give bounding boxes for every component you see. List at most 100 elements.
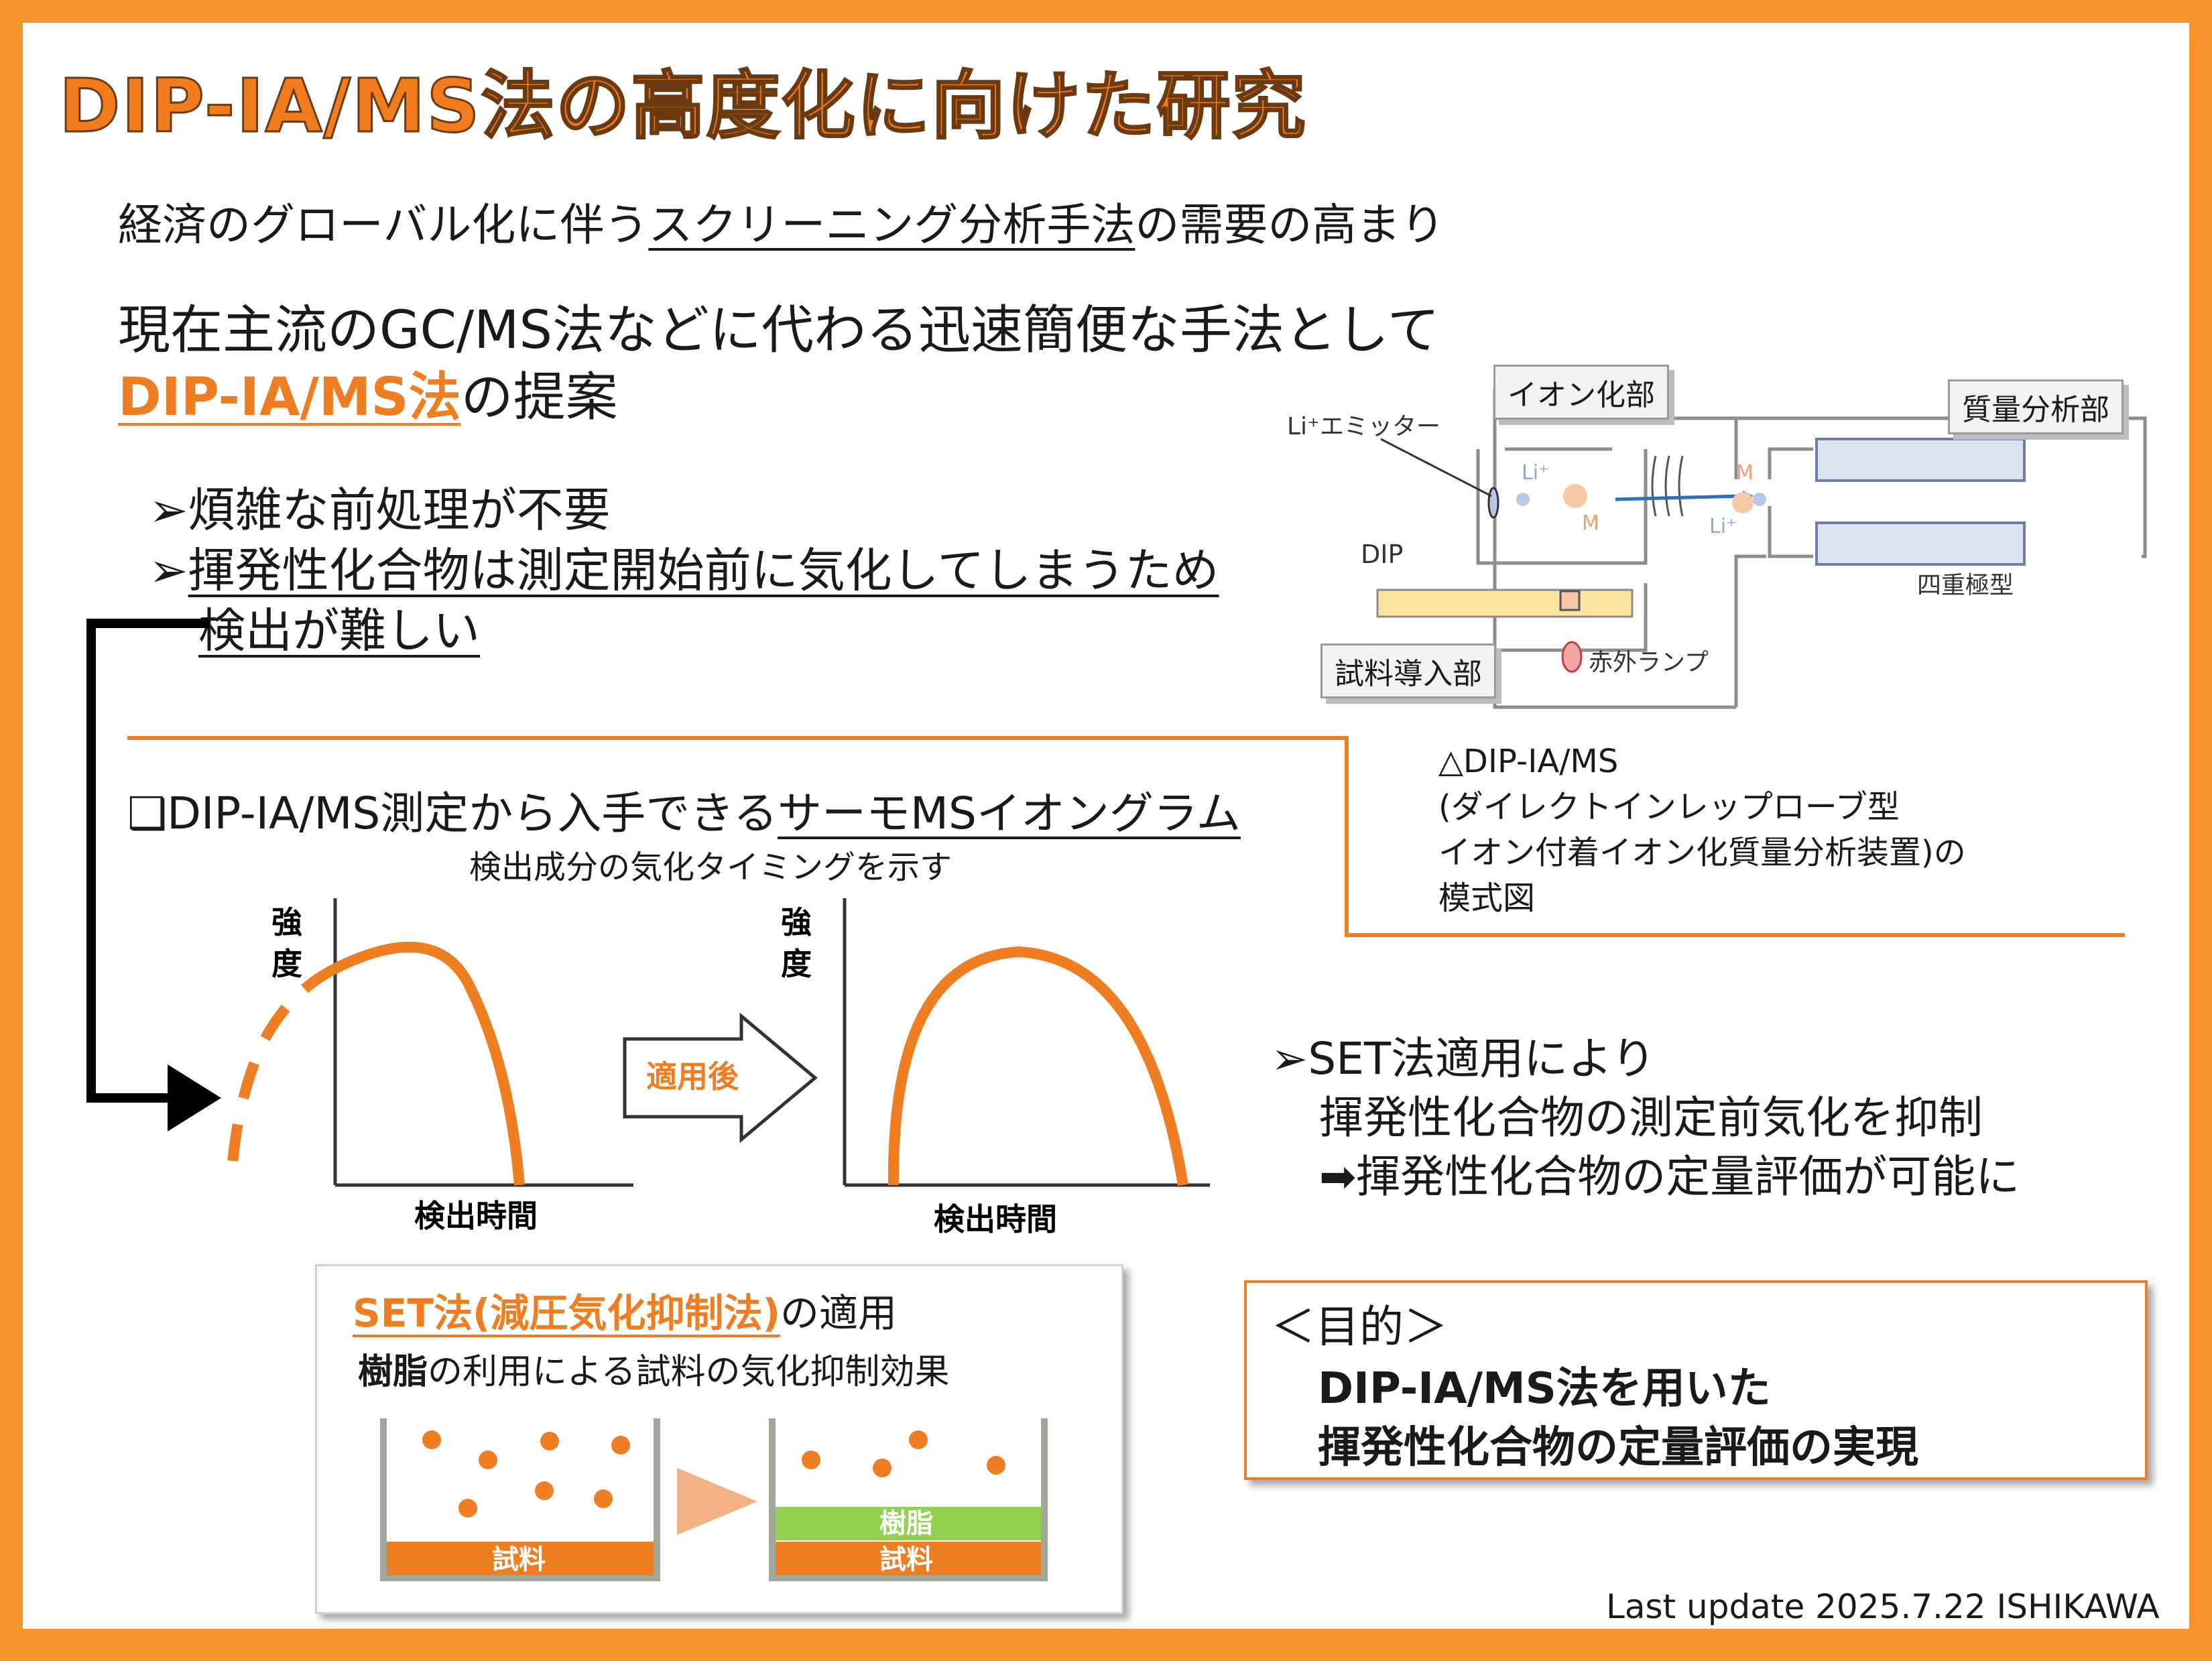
lead-line-1-underlined: スクリーニング分析手法 — [648, 199, 1135, 251]
set-result-line-1: ➢SET法適用により — [1271, 1030, 2020, 1089]
before-curve-dashed — [226, 963, 338, 1186]
dip-label: DIP — [1361, 540, 1403, 569]
issue-item-1: ➢煩雑な前処理が不要 — [149, 473, 611, 540]
vapor-dot — [594, 1489, 613, 1508]
page-title: DIP-IA/MS法の高度化に向けた研究 — [58, 62, 1307, 150]
issue-item-2b-text: 検出が難しい — [198, 603, 480, 658]
purpose-box — [1244, 1280, 2148, 1480]
vapor-dot — [611, 1436, 630, 1455]
lead-line-1: 経済のグローバル化に伴うスクリーニング分析手法の需要の高まり — [118, 189, 1445, 253]
caption-line-4: 模式図 — [1438, 879, 1536, 917]
lens-2 — [1664, 455, 1670, 517]
ion-chamber-inner — [1476, 449, 1648, 565]
lead-line-1-pre: 経済のグローバル化に伴う — [118, 199, 649, 251]
sample-inlet-label: 試料導入部 — [1320, 643, 1496, 698]
apply-arrow-label: 適用後 — [646, 1058, 739, 1095]
apparatus-caption: △DIP-IA/MS (ダイレクトインレップローブ型 イオン付着イオン化質量分析… — [1438, 739, 1966, 921]
lens-1 — [1651, 455, 1657, 517]
m-dot-1 — [1563, 484, 1587, 508]
before-curve — [332, 941, 525, 1186]
m-label-1: M — [1582, 511, 1599, 535]
bullet-arrow: ➢ — [1271, 1033, 1308, 1085]
thermogram-after: 強 度 検出時間 — [781, 898, 1210, 1237]
lens-3 — [1678, 455, 1684, 517]
sample-cup — [1559, 590, 1581, 611]
lead-line-3-post: の提案 — [460, 367, 618, 428]
separator-line-top — [127, 736, 1347, 740]
purpose-line-2: 揮発性化合物の定量評価の実現 — [1318, 1423, 1918, 1473]
thermogram-subtitle: 検出成分の気化タイミングを示す — [469, 849, 953, 886]
separator-line-vertical — [1345, 736, 1349, 937]
vapor-dot — [909, 1430, 928, 1449]
connector-arrowhead — [168, 1064, 221, 1131]
sample-layer-after — [776, 1542, 1041, 1575]
mass-chamber-inner — [1768, 447, 1813, 479]
vapor-dot — [987, 1456, 1005, 1475]
separator-line-bottom — [1345, 933, 2125, 937]
set-box-title: SET法(減圧気化抑制法)の適用 — [353, 1282, 897, 1338]
y-label-2: 度 — [781, 946, 812, 982]
x-label: 検出時間 — [934, 1201, 1057, 1237]
li-label-2: Li⁺ — [1709, 515, 1737, 538]
container-before — [380, 1418, 660, 1581]
after-curve — [887, 946, 1188, 1186]
y-label-1: 強 — [271, 904, 302, 940]
li-ion-dot-2 — [1753, 493, 1766, 506]
emitter-leader-line — [1380, 438, 1492, 497]
thermogram-heading: ❑DIP-IA/MS測定から入手できるサーモMSイオングラム — [127, 778, 1241, 842]
m-label-2: M — [1736, 461, 1754, 485]
emitter-ellipse — [1487, 487, 1499, 519]
connector-line — [86, 619, 209, 1103]
lead-line-1-post: の需要の高まり — [1135, 199, 1445, 251]
container-after — [769, 1418, 1048, 1581]
caption-line-1: △DIP-IA/MS — [1438, 743, 1619, 780]
transition-triangle — [677, 1468, 757, 1535]
issue-item-1-text: 煩雑な前処理が不要 — [188, 483, 611, 538]
quadrupole-rod-bottom — [1815, 521, 2026, 566]
x-label: 検出時間 — [414, 1198, 538, 1234]
caption-line-3: イオン付着イオン化質量分析装置)の — [1438, 834, 1966, 871]
thermogram-before: 強 度 検出時間 — [226, 898, 633, 1234]
thermogram-heading-pre: ❑DIP-IA/MS測定から入手できる — [127, 788, 778, 839]
ir-lamp-label: 赤外ランプ — [1589, 649, 1709, 676]
vapor-dot — [535, 1481, 554, 1500]
sample-layer-before — [387, 1542, 654, 1575]
vapor-dot — [458, 1499, 477, 1518]
set-result-line-1-text: SET法適用により — [1308, 1033, 1656, 1085]
purpose-heading: ＜目的＞ — [1271, 1301, 1448, 1353]
dip-channel-top — [1491, 583, 1648, 652]
ion-section-label: イオン化部 — [1493, 365, 1669, 420]
ion-beam-arrow — [1615, 494, 1743, 501]
sample-label-after: 試料 — [879, 1544, 933, 1575]
li-ion-dot-1 — [1516, 493, 1530, 506]
resin-label: 樹脂 — [879, 1508, 933, 1539]
ir-lamp-shape — [1561, 641, 1583, 673]
lead-line-2: 現在主流のGC/MS法などに代わる迅速簡便な手法として — [118, 300, 1440, 361]
sample-label-before: 試料 — [492, 1544, 546, 1575]
set-box-desc: 樹脂の利用による試料の気化抑制効果 — [358, 1343, 949, 1394]
resin-layer — [776, 1507, 1041, 1540]
m-dot-2 — [1732, 492, 1754, 513]
quadrupole-rod-top — [1815, 438, 2026, 482]
apparatus-diagram: Li⁺エミッター DIP 赤外ランプ 四重極型 Li⁺ M M Li⁺ — [1287, 389, 2147, 709]
bullet-arrow: ➢ — [149, 483, 188, 538]
apply-arrow: 適用後 — [623, 1012, 818, 1144]
apply-arrow-shape — [623, 1012, 818, 1144]
lead-line-3: DIP-IA/MS法の提案 — [118, 355, 618, 430]
connector-arrow — [86, 619, 221, 1131]
set-result-line-2: 揮発性化合物の測定前気化を抑制 — [1319, 1092, 1983, 1144]
resin-illustration: 試料 樹脂 試料 — [380, 1418, 1048, 1581]
dip-probe-bar — [1376, 589, 1634, 618]
mass-section-label: 質量分析部 — [1948, 379, 2124, 434]
y-label-2: 度 — [271, 946, 302, 982]
set-result-line-3: ➡揮発性化合物の定量評価が可能に — [1319, 1151, 2020, 1203]
vapor-dot — [802, 1451, 820, 1469]
emitter-label: Li⁺エミッター — [1287, 413, 1440, 440]
footer-update: Last update 2025.7.22 ISHIKAWA — [1606, 1587, 2160, 1626]
issue-item-2: ➢揮発性化合物は測定開始前に気化してしまうため — [149, 533, 1219, 601]
caption-line-2: (ダイレクトインレップローブ型 — [1438, 788, 1900, 826]
vapor-dot — [873, 1459, 892, 1477]
purpose-line-1: DIP-IA/MS法を用いた — [1318, 1364, 1771, 1414]
quadrupole-label: 四重極型 — [1917, 572, 2014, 599]
